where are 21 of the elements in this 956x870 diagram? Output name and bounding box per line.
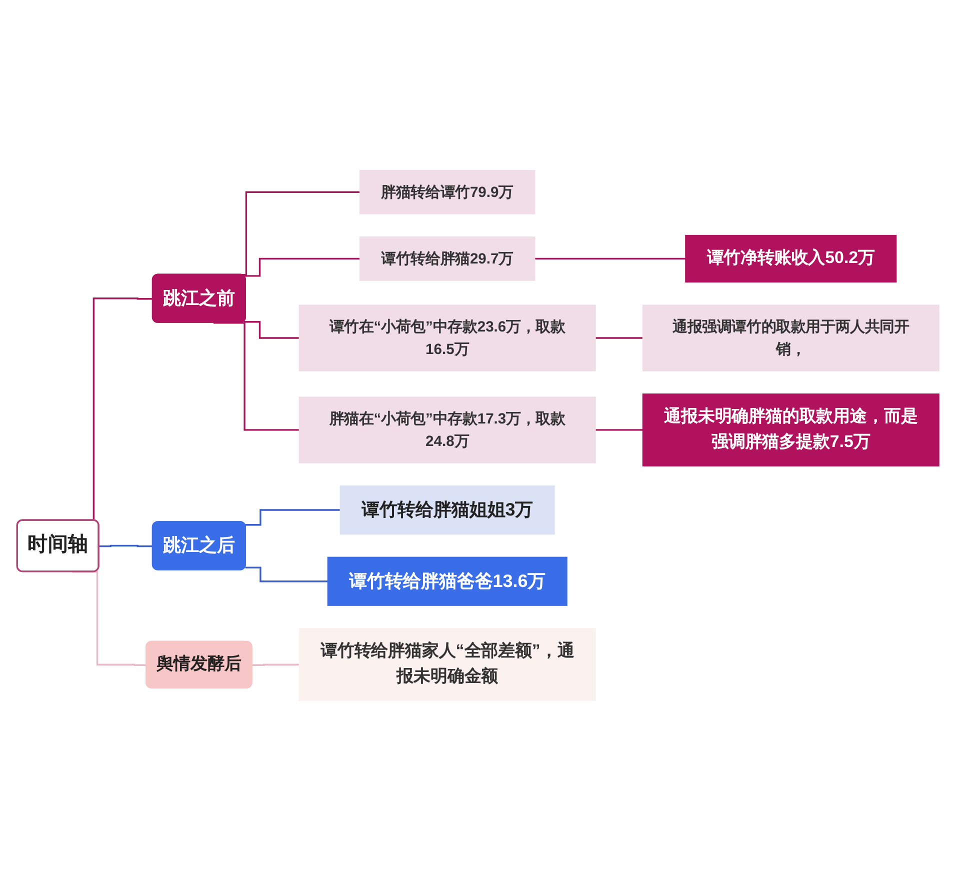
connector — [245, 508, 340, 526]
connector — [72, 570, 147, 666]
node-box — [685, 234, 897, 282]
node-box — [642, 392, 940, 466]
connector — [245, 566, 328, 582]
node-box — [642, 304, 940, 371]
node-box — [327, 556, 568, 606]
node-box — [298, 304, 596, 371]
node-box — [298, 628, 596, 701]
connector — [595, 428, 643, 430]
node-box — [359, 169, 536, 214]
connector — [244, 257, 360, 276]
connector — [595, 336, 643, 338]
node-box — [340, 484, 555, 534]
node-box — [298, 396, 596, 463]
node-box — [359, 236, 536, 280]
connector — [213, 322, 300, 430]
connector — [252, 663, 300, 666]
connector — [99, 544, 153, 547]
connector — [534, 257, 686, 260]
connector — [244, 320, 300, 338]
